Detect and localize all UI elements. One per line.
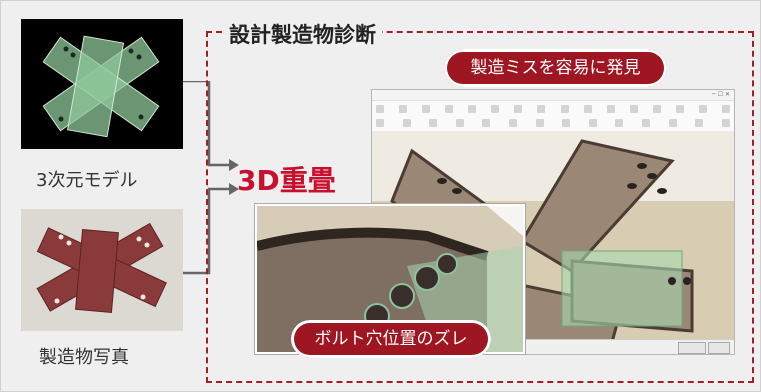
callout-bottom: ボルト穴位置のズレ — [291, 320, 491, 358]
arrow-right-icon — [183, 81, 239, 275]
product-photo-label: 製造物写真 — [39, 347, 129, 368]
callout-top: 製造ミスを容易に発見 — [444, 49, 667, 87]
window-controls: ─ ☐ ✕ — [712, 91, 730, 98]
overlay-3d-label: 3D重畳 — [237, 164, 336, 197]
status-button-1[interactable] — [678, 342, 706, 354]
diagnosis-panel — [206, 31, 754, 383]
window-titlebar: ─ ☐ ✕ — [372, 90, 734, 101]
status-button-2[interactable] — [708, 342, 730, 354]
ribbon-row-1 — [376, 103, 730, 115]
toolbar-ribbon — [372, 101, 734, 132]
product-photo — [21, 209, 183, 331]
cad-model-image — [21, 19, 183, 149]
ribbon-row-2 — [376, 117, 730, 129]
panel-title: 設計製造物診断 — [223, 19, 382, 49]
cad-model-label: 3次元モデル — [36, 170, 138, 191]
